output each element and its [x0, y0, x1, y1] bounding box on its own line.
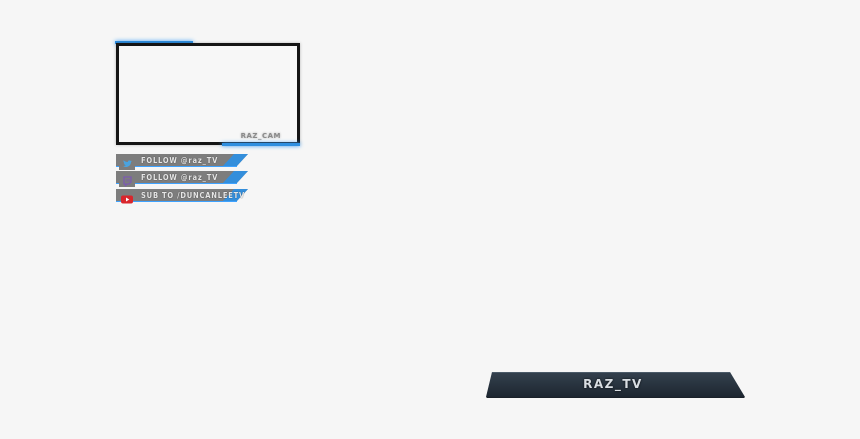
social-text-twitch: FOLLOW @raz_TV — [141, 173, 219, 182]
webcam-accent-bottom — [222, 143, 300, 146]
social-bar-twitch[interactable]: FOLLOW @raz_TV — [116, 171, 248, 188]
social-bar-twitter-bg — [116, 154, 248, 167]
social-text-twitter: FOLLOW @raz_TV — [141, 156, 219, 165]
twitch-icon — [119, 172, 135, 188]
streamer-name: RAZ_TV — [583, 377, 643, 391]
social-bar-twitter[interactable]: FOLLOW @raz_TV — [116, 154, 248, 170]
social-text-youtube: SUB TO /DUNCANLEETV — [141, 191, 246, 200]
social-bar-twitch-bg — [116, 171, 248, 184]
social-bar-youtube[interactable]: SUB TO /DUNCANLEETV — [116, 189, 248, 204]
streamer-name-banner-bg — [486, 372, 745, 398]
webcam-accent-top — [115, 41, 193, 44]
youtube-play-icon — [119, 190, 135, 204]
webcam-label: RAZ_CAM — [240, 132, 281, 140]
webcam-frame: RAZ_CAM — [116, 43, 300, 145]
social-bar-youtube-bg — [116, 189, 248, 202]
twitter-bird-icon — [119, 155, 135, 170]
streamer-name-banner: RAZ_TV — [486, 372, 746, 398]
